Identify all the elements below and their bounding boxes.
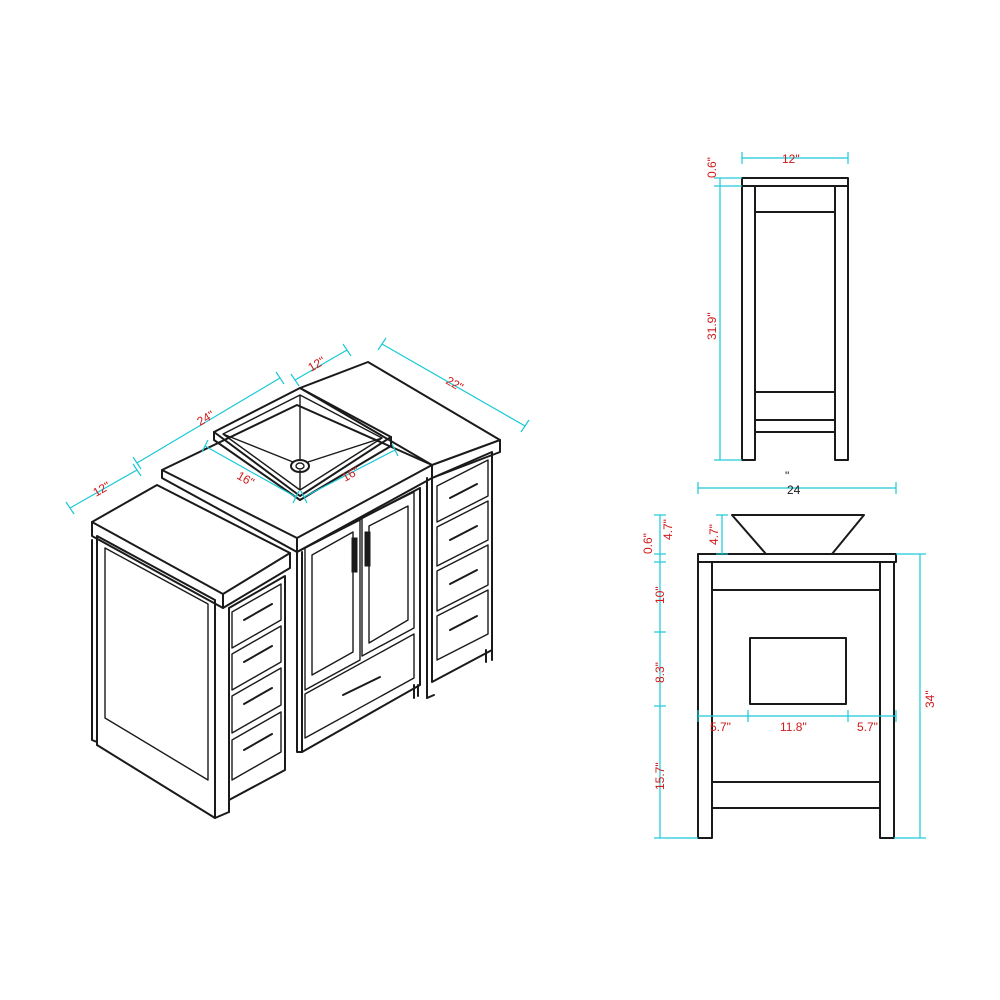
dim-front-width-mark: " <box>785 469 789 483</box>
dim-iso-sink-width: 16" <box>235 468 257 489</box>
front-counter-top <box>697 553 897 563</box>
dim-front-overall-height: 34" <box>923 690 937 708</box>
left-cabinet-side-panel <box>96 535 216 819</box>
drawer-handle <box>449 615 478 631</box>
drain <box>290 459 310 473</box>
front-panel <box>711 589 881 783</box>
vessel-sink <box>213 387 392 501</box>
right-door <box>361 491 415 657</box>
drawer-handle <box>243 733 273 751</box>
dim-front-segment-top: 10" <box>653 586 667 604</box>
side-top <box>741 177 849 187</box>
left-cabinet-top <box>91 484 291 595</box>
side-panel <box>754 211 836 393</box>
center-drawer <box>304 633 415 739</box>
right-cabinet-drawers <box>436 459 489 661</box>
drawer-handle <box>243 645 273 663</box>
dim-iso-sink-depth: 16" <box>340 464 362 485</box>
center-cabinet <box>161 387 433 753</box>
dim-front-top-thickness: 0.6" <box>641 533 655 554</box>
drawer-handle <box>449 483 478 499</box>
door-handle <box>351 537 358 573</box>
drawer-handle <box>243 603 273 621</box>
dim-front-gap-right: 5.7" <box>857 720 878 734</box>
drawer-handle <box>342 676 381 696</box>
dim-front-width: 24 <box>787 483 801 497</box>
dim-front-gap-left: 5.7" <box>710 720 731 734</box>
left-door <box>304 519 361 691</box>
dim-front-segment-mid: 8.3" <box>653 662 667 683</box>
dim-front-basin-height-inner: 4.7" <box>707 524 721 545</box>
left-cabinet-drawers <box>231 583 282 781</box>
isometric-view: 12" 24" 12" 22" 16" 16" <box>65 337 530 819</box>
front-vessel-sink <box>731 514 865 555</box>
drawer-handle <box>449 525 478 541</box>
front-view: " 24 4.7" 4.7" 0.6" 10" 8.3" 15.7" 34" <box>641 469 937 839</box>
dim-front-segment-bottom: 15.7" <box>653 762 667 790</box>
left-cabinet <box>91 484 291 819</box>
side-shelf-rail <box>754 419 836 433</box>
dim-front-basin-height-left: 4.7" <box>661 519 675 540</box>
door-handle <box>364 531 371 567</box>
drawer-handle <box>243 687 273 705</box>
drawer-handle <box>449 569 478 585</box>
dim-side-height: 31.9" <box>705 312 719 340</box>
dim-side-width: 12" <box>782 152 800 166</box>
dim-front-opening: 11.8" <box>780 720 807 734</box>
right-cabinet <box>299 361 501 699</box>
dim-side-top-thickness: 0.6" <box>705 157 719 178</box>
dim-iso-left-depth: 12" <box>91 479 113 500</box>
right-cabinet-top <box>299 361 501 466</box>
front-opening <box>749 637 847 705</box>
left-cabinet-front <box>228 575 286 801</box>
iso-dimensions: 12" 24" 12" 22" 16" 16" <box>65 337 530 515</box>
side-view: 12" 0.6" 31.9" <box>705 152 849 461</box>
dim-iso-overall-depth: 22" <box>444 373 466 394</box>
dim-iso-counter-width: 24" <box>195 408 217 429</box>
